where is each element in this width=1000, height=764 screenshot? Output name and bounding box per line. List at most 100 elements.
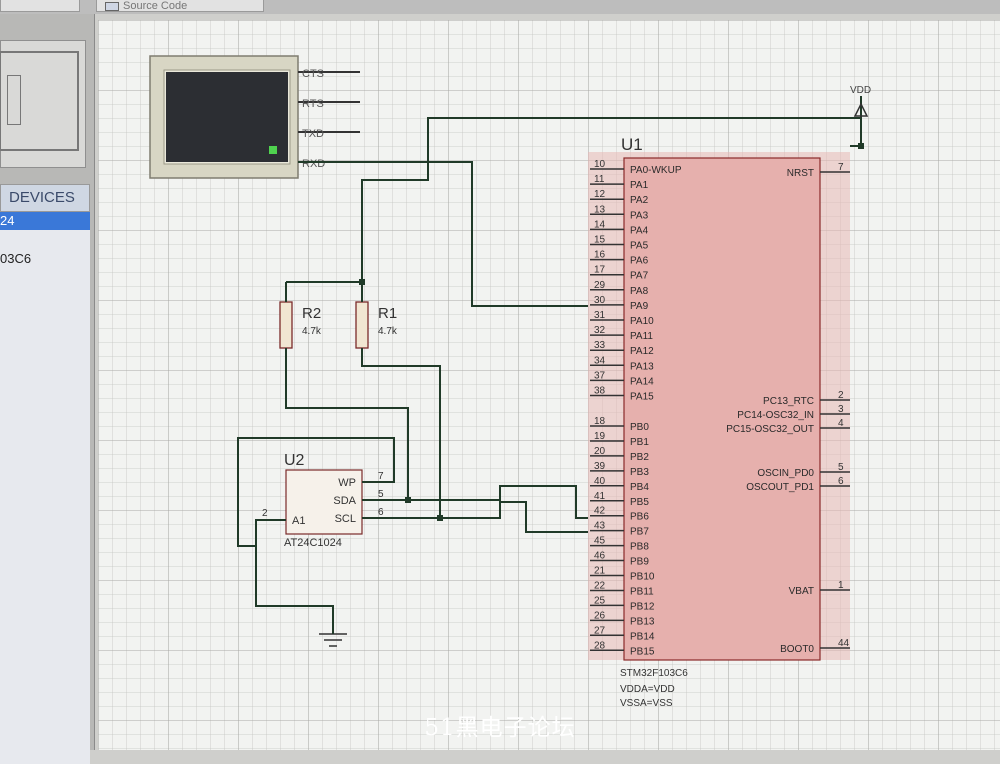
wire-wp-loop[interactable] xyxy=(237,437,395,547)
terminal-pin-label: CTS xyxy=(302,68,324,80)
eeprom-pin-name: A1 xyxy=(292,515,305,527)
mcu-pin-name: PB3 xyxy=(630,467,649,478)
mcu-pin-name: PA13 xyxy=(630,361,654,372)
eeprom-pin-num: 7 xyxy=(378,471,384,482)
wire-vdd-nrst[interactable] xyxy=(427,117,862,162)
wire-a1-ground[interactable] xyxy=(255,519,334,634)
mcu-pin-num: 38 xyxy=(594,386,606,397)
left-panel: DEVICES 24 03C6 xyxy=(0,14,95,764)
mcu-pin-name: PB10 xyxy=(630,572,655,583)
mcu-pin-name: PA14 xyxy=(630,376,654,387)
wire-r1-scl[interactable] xyxy=(361,348,441,518)
eeprom-pin-num: 5 xyxy=(378,489,384,500)
mcu-pin-name: PA0-WKUP xyxy=(630,165,682,176)
mcu-pin-num: 7 xyxy=(838,162,844,173)
mcu-pin-num: 4 xyxy=(838,418,844,429)
resistor-ref: R1 xyxy=(378,305,397,322)
mcu-pin-num: 25 xyxy=(594,595,606,606)
vdd-arrow-icon xyxy=(853,102,869,117)
mcu-pin-name: PB8 xyxy=(630,542,649,553)
mcu-pin-name: NRST xyxy=(787,168,814,179)
junction-dot xyxy=(359,279,365,285)
mcu-pin-num: 1 xyxy=(838,580,844,591)
mcu-pin-num: 28 xyxy=(594,640,606,651)
overview-preview[interactable] xyxy=(0,40,86,168)
mcu-pin-name: PC13_RTC xyxy=(763,396,814,407)
mcu-pin-name: PB9 xyxy=(630,557,649,568)
mcu-pin-name: PA12 xyxy=(630,346,654,357)
mcu-pin-num: 6 xyxy=(838,476,844,487)
tab-bar: Source Code xyxy=(0,0,1000,14)
mcu-pin-num: 39 xyxy=(594,461,606,472)
mcu-pin-num: 27 xyxy=(594,625,606,636)
wire-pullup-bus[interactable] xyxy=(286,162,429,283)
terminal-pin-label: RTS xyxy=(302,98,324,110)
mcu-pin-num: 43 xyxy=(594,521,606,532)
wire-rxd-pa9[interactable] xyxy=(298,161,588,307)
eeprom-ref: U2 xyxy=(284,452,305,469)
mcu-u1[interactable]: U1 10PA0-WKUP11PA112PA213PA314PA415PA516… xyxy=(588,135,850,709)
junction-dot xyxy=(405,497,411,503)
resistor-body xyxy=(355,301,369,349)
mcu-pin-name: PB12 xyxy=(630,601,655,612)
resistor-value: 4.7k xyxy=(302,326,322,337)
mcu-pin-num: 31 xyxy=(594,310,606,321)
mcu-pin-name: PA3 xyxy=(630,210,649,221)
mcu-pin-num: 30 xyxy=(594,295,606,306)
tab-schematic[interactable] xyxy=(0,0,80,12)
mcu-pin-num: 10 xyxy=(594,159,606,170)
mcu-pin-name: PA7 xyxy=(630,271,649,282)
mcu-pin-name: PB5 xyxy=(630,497,649,508)
mcu-pin-num: 33 xyxy=(594,340,606,351)
mcu-pin-num: 45 xyxy=(594,536,606,547)
devices-header[interactable]: DEVICES xyxy=(0,184,90,212)
mcu-pin-num: 34 xyxy=(594,355,606,366)
tab-source-code[interactable]: Source Code xyxy=(96,0,264,12)
wire-sda-pb6[interactable] xyxy=(362,485,588,519)
eeprom-part: AT24C1024 xyxy=(284,537,342,549)
mcu-pin-num: 2 xyxy=(838,390,844,401)
terminal-screen xyxy=(166,72,288,162)
mcu-part: STM32F103C6 xyxy=(620,668,688,679)
mcu-pin-num: 20 xyxy=(594,446,606,457)
mcu-pin-name: PC15-OSC32_OUT xyxy=(726,424,814,435)
mcu-pin-name: PB0 xyxy=(630,422,649,433)
mcu-pin-num: 42 xyxy=(594,506,606,517)
mcu-pin-num: 29 xyxy=(594,280,606,291)
mcu-body xyxy=(623,157,821,661)
device-item[interactable]: 03C6 xyxy=(0,250,90,268)
mcu-pin-name: PB7 xyxy=(630,527,649,538)
device-item-label: 24 xyxy=(0,213,15,228)
mcu-pin-name: PB15 xyxy=(630,646,655,657)
mcu-note-vdda: VDDA=VDD xyxy=(620,684,675,695)
mcu-pin-name: PA5 xyxy=(630,241,649,252)
devices-label: DEVICES xyxy=(9,189,75,206)
device-item-selected[interactable]: 24 xyxy=(0,212,90,230)
eeprom-pin-name: SDA xyxy=(333,495,356,507)
junction-dot xyxy=(437,515,443,521)
resistor-value: 4.7k xyxy=(378,326,398,337)
eeprom-body xyxy=(285,469,363,535)
mcu-pin-name: PB1 xyxy=(630,437,649,448)
mcu-pin-num: 32 xyxy=(594,325,606,336)
mcu-pin-num: 14 xyxy=(594,219,606,230)
mcu-pin-name: PA15 xyxy=(630,392,654,403)
mcu-pin-num: 5 xyxy=(838,462,844,473)
tab-label: Source Code xyxy=(123,0,188,12)
mcu-pin-num: 21 xyxy=(594,566,606,577)
mcu-note-vssa: VSSA=VSS xyxy=(620,698,673,709)
mcu-pin-name: PA8 xyxy=(630,286,649,297)
mcu-pin-name: BOOT0 xyxy=(780,644,814,655)
mcu-pin-name: PC14-OSC32_IN xyxy=(737,410,814,421)
mcu-pin-name: VBAT xyxy=(789,586,814,597)
device-item-label: 03C6 xyxy=(0,251,32,266)
mcu-pin-num: 44 xyxy=(838,638,850,649)
mcu-pin-name: PA6 xyxy=(630,256,649,267)
wire-r2-sda[interactable] xyxy=(285,348,409,500)
wire-scl-pb7[interactable] xyxy=(362,501,588,533)
